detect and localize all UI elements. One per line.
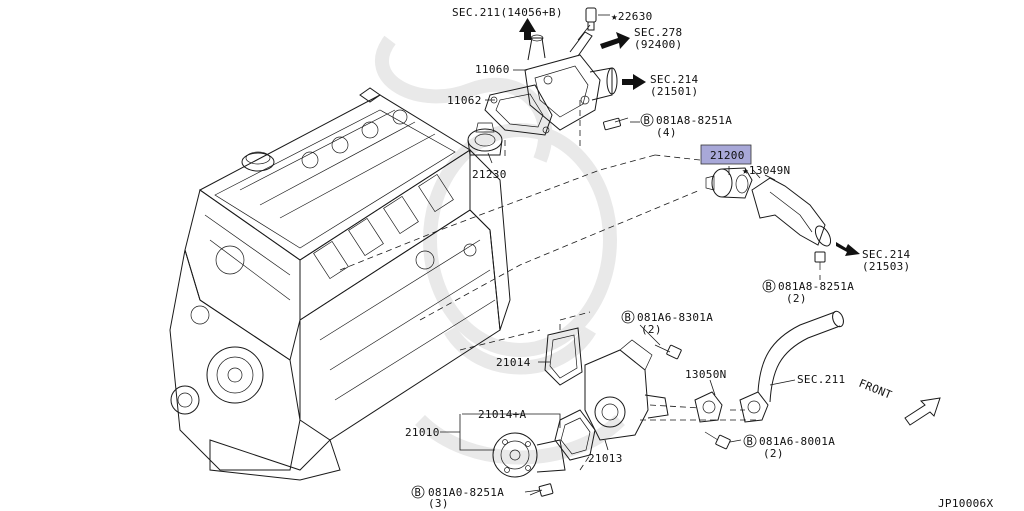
label-21014: 21014 bbox=[496, 356, 531, 369]
bolt-marker-8251a-bottom: B bbox=[411, 485, 425, 499]
arrow-sec214-top bbox=[622, 74, 646, 90]
label-081a6-8001a: 081A6-8001A bbox=[759, 435, 835, 448]
label-081a8-right: 081A8-8251A bbox=[778, 280, 854, 293]
bolt-marker-right: B bbox=[762, 279, 776, 293]
label-sec214-right-ref: (21503) bbox=[862, 260, 910, 273]
svg-text:B: B bbox=[644, 115, 650, 127]
bolt-marker-8301a: B bbox=[621, 310, 635, 324]
gasket-21014 bbox=[544, 327, 583, 386]
arrow-sec211-top bbox=[519, 18, 536, 40]
gasket-21014a bbox=[554, 409, 596, 461]
svg-text:B: B bbox=[415, 487, 421, 499]
svg-text:B: B bbox=[766, 281, 772, 293]
highlight-21200 bbox=[700, 144, 752, 165]
label-081a0-8251a-qty: (3) bbox=[428, 497, 449, 510]
svg-text:B: B bbox=[747, 436, 753, 448]
label-081a8-right-qty: (2) bbox=[786, 292, 807, 305]
bolt-081a6-8301a bbox=[654, 344, 682, 360]
label-sec214-right: SEC.214 bbox=[862, 248, 911, 261]
arrow-sec214-right bbox=[836, 242, 860, 256]
thermostat-21230 bbox=[467, 122, 503, 156]
water-inlet-21013 bbox=[584, 339, 669, 441]
diagram-code: JP10006X bbox=[938, 497, 993, 510]
water-hose-sec211 bbox=[739, 310, 844, 423]
bolt-marker-top: B bbox=[640, 113, 654, 127]
engine-block bbox=[169, 87, 511, 481]
label-081a6-8301a: 081A6-8301A bbox=[637, 311, 713, 324]
gasket-13050n bbox=[694, 391, 723, 423]
label-22630: ★22630 bbox=[611, 10, 653, 23]
watermark bbox=[375, 35, 625, 465]
arrow-front bbox=[904, 397, 941, 426]
bolt-081a8-top bbox=[602, 117, 629, 131]
label-081a6-8001a-qty: (2) bbox=[763, 447, 784, 460]
labels: SEC.211(14056+B) ★22630 SEC.278 (92400) … bbox=[405, 6, 993, 510]
thermostat-21200 bbox=[705, 167, 753, 199]
label-081a6-8301a-qty: (2) bbox=[641, 323, 662, 336]
label-sec278-ref: (92400) bbox=[634, 38, 682, 51]
water-outlet-13049n bbox=[751, 177, 832, 247]
bolt-081a0-8251a bbox=[529, 483, 554, 497]
label-081a8-top-qty: (4) bbox=[656, 126, 677, 139]
label-21200: 21200 bbox=[710, 149, 745, 162]
water-pump-21010 bbox=[492, 432, 566, 478]
label-21014a: 21014+A bbox=[478, 408, 527, 421]
label-sec214-top-ref: (21501) bbox=[650, 85, 698, 98]
label-081a8-top: 081A8-8251A bbox=[656, 114, 732, 127]
gasket-11062 bbox=[484, 84, 553, 136]
label-21230: 21230 bbox=[472, 168, 507, 181]
bolt-marker-8001a: B bbox=[743, 434, 757, 448]
label-081a0-8251a: 081A0-8251A bbox=[428, 486, 504, 499]
assembly-lines bbox=[339, 100, 760, 471]
label-sec214-top: SEC.214 bbox=[650, 73, 699, 86]
label-21013: 21013 bbox=[588, 452, 623, 465]
leader-lines bbox=[440, 14, 821, 493]
bolt-081a8-right bbox=[814, 251, 826, 270]
arrow-sec278 bbox=[600, 32, 630, 49]
label-11060: 11060 bbox=[475, 63, 510, 76]
temp-sensor-22630 bbox=[585, 7, 597, 31]
label-sec211: SEC.211 bbox=[797, 373, 845, 386]
label-sec211-14056b: SEC.211(14056+B) bbox=[452, 6, 563, 19]
bolt-081a6-8001a bbox=[704, 431, 731, 450]
svg-text:B: B bbox=[625, 312, 631, 324]
label-21010: 21010 bbox=[405, 426, 440, 439]
label-sec278: SEC.278 bbox=[634, 26, 682, 39]
label-11062: 11062 bbox=[447, 94, 482, 107]
label-13049n: ★13049N bbox=[742, 164, 790, 177]
label-13050n: 13050N bbox=[685, 368, 727, 381]
label-front: FRONT bbox=[857, 377, 894, 402]
